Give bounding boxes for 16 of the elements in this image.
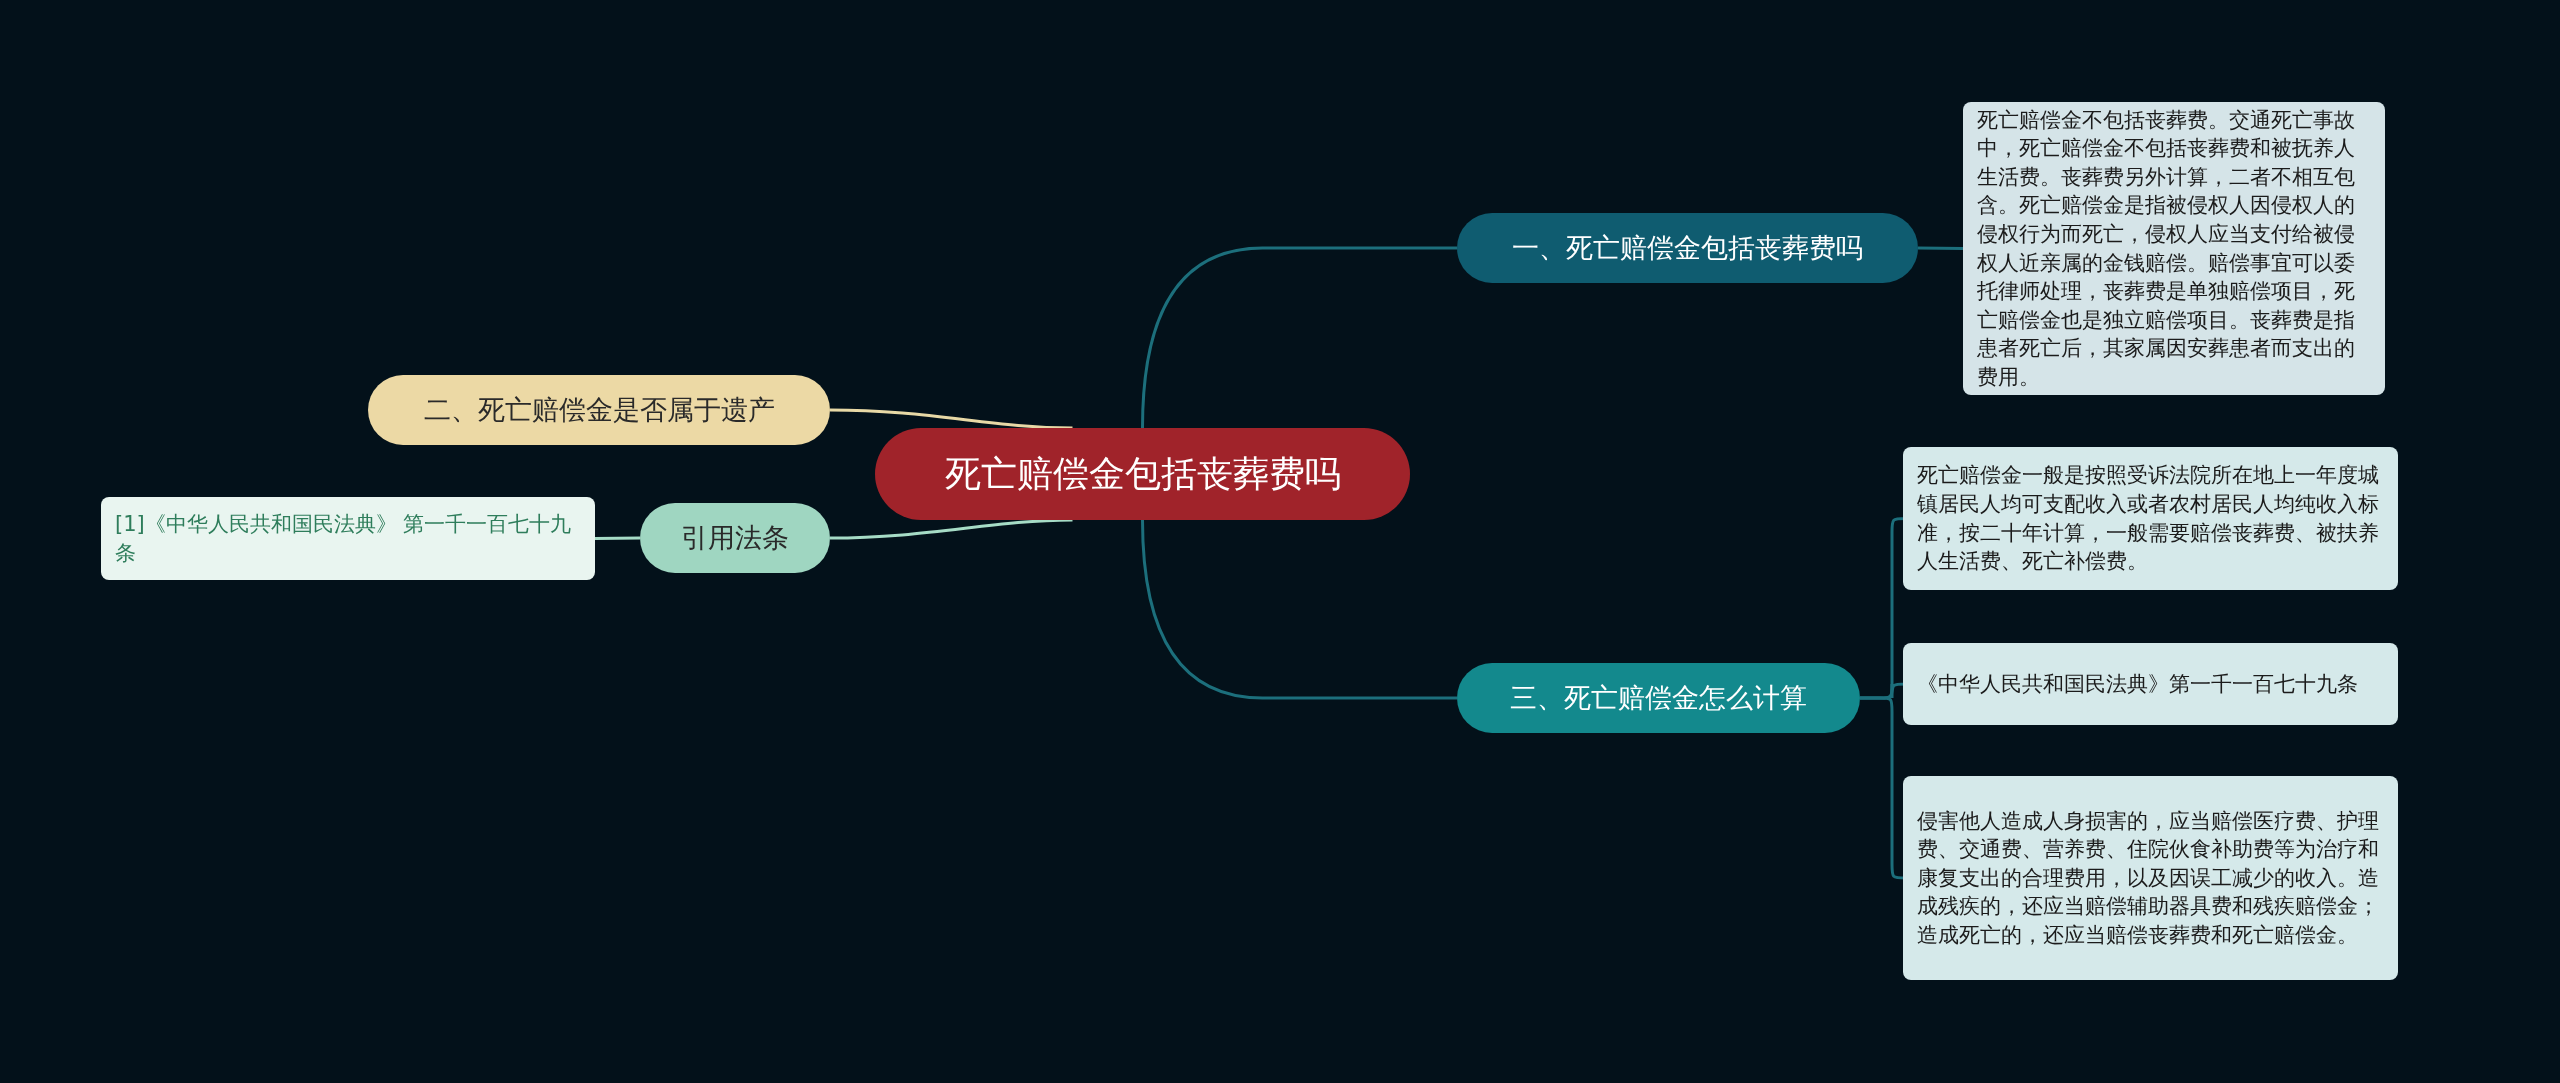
text-box: 死亡赔偿金不包括丧葬费。交通死亡事故中，死亡赔偿金不包括丧葬费和被抚养人生活费。丧葬费另外计算，二者不相互包含。死亡赔偿金是指被侵权人因侵权人的侵权行为而死亡，侵权人应当支付给被侵权人近亲属的金钱赔偿。赔偿事宜可以委托律师处理，丧葬费是单独赔偿项目，死亡赔偿金也是独立赔偿项目。丧葬费是指患者死亡后，其家属因安葬患者而支出的费用。 [1963,102,2385,395]
connector-line [1141,246,1457,429]
connector-line [1918,246,1963,250]
topic-box: 引用法条 [640,503,830,573]
connector-line [829,518,1073,540]
connector-line [1141,519,1457,700]
topic-box: 二、死亡赔偿金是否属于遗产 [368,375,830,445]
central-topic: 死亡赔偿金包括丧葬费吗 [875,428,1410,520]
citation-box: [1]《中华人民共和国民法典》 第一千一百七十九条 [101,497,595,580]
text-box: 死亡赔偿金一般是按照受诉法院所在地上一年度城镇居民人均可支配收入或者农村居民人均纯收入标准，按二十年计算，一般需要赔偿丧葬费、被扶养人生活费、死亡补偿费。 [1903,447,2398,590]
connector-line [595,536,640,540]
topic-box: 一、死亡赔偿金包括丧葬费吗 [1457,213,1918,283]
connector-line [829,408,1073,430]
topic-box: 三、死亡赔偿金怎么计算 [1457,663,1860,733]
text-box: 侵害他人造成人身损害的，应当赔偿医疗费、护理费、交通费、营养费、住院伙食补助费等为治疗和康复支出的合理费用，以及因误工减少的收入。造成残疾的，还应当赔偿辅助器具费和残疾赔偿金；造成死亡的，还应当赔偿丧葬费和死亡赔偿金。 [1903,776,2398,980]
text-box: 《中华人民共和国民法典》第一千一百七十九条 [1903,643,2398,725]
